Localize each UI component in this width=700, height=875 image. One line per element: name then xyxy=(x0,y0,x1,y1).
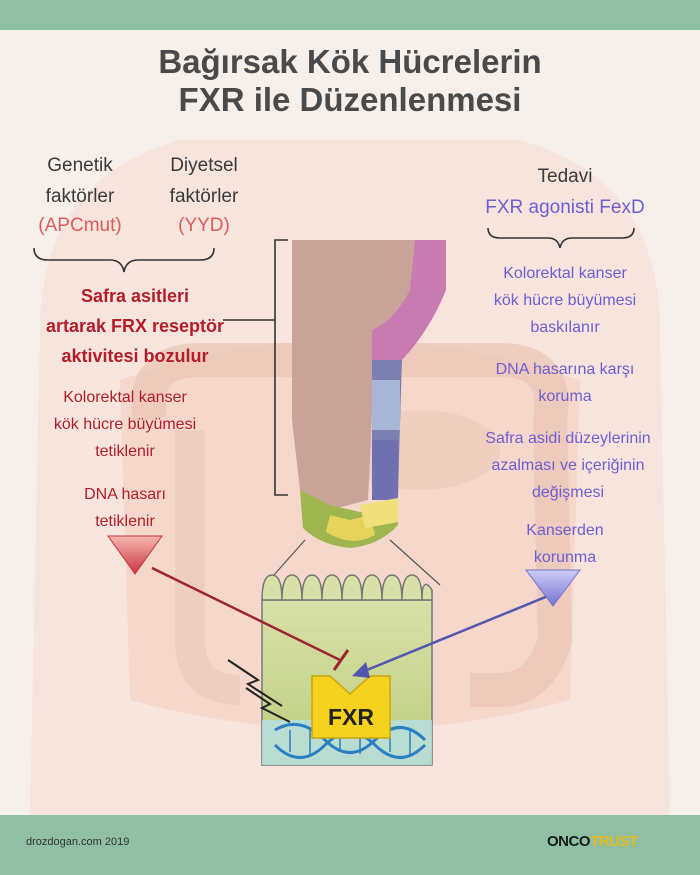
title-line-1: Bağırsak Kök Hücrelerin xyxy=(158,43,542,80)
footer-band xyxy=(0,815,700,875)
right-effect1-line-2: kök hücre büyümesi xyxy=(493,292,637,309)
footer-credit: drozdogan.com 2019 xyxy=(26,836,130,848)
right-effect4-line-2: korunma xyxy=(533,549,597,566)
lightning-icon-2 xyxy=(245,687,291,723)
right-effect1-line-3: baskılanır xyxy=(530,319,600,336)
right-effect4-line-1: Kanserden xyxy=(526,522,604,539)
intestinal-crypt xyxy=(292,240,446,548)
activation-line xyxy=(361,594,549,674)
lightning-icon xyxy=(227,659,283,707)
right-effect3-line-2: azalması ve içeriğinin xyxy=(491,457,645,474)
diyetsel-label-2: faktörler xyxy=(169,186,239,207)
left-brace xyxy=(33,247,215,273)
title-line-2: FXR ile Düzenlenmesi xyxy=(178,81,522,118)
diyetsel-tag: (YYD) xyxy=(178,215,230,236)
left-effect1-line-1: Kolorektal kanser xyxy=(63,389,187,406)
fxr-receptor xyxy=(311,675,391,739)
inhibition-line xyxy=(151,566,341,662)
bile-acid-line-2: artarak FRX reseptör xyxy=(45,316,225,336)
right-effect3-line-1: Safra asidi düzeylerinin xyxy=(485,430,651,447)
left-effect2-line-2: tetiklenir xyxy=(95,513,155,530)
positive-triangle-icon xyxy=(525,569,581,607)
right-effect1-line-1: Kolorektal kanser xyxy=(503,265,627,282)
right-effect2-line-1: DNA hasarına karşı xyxy=(495,361,635,378)
header-band xyxy=(0,0,700,30)
left-effect1-line-3: tetiklenir xyxy=(95,443,155,460)
right-brace xyxy=(487,227,635,249)
fxr-agonist-label: FXR agonisti FexD xyxy=(485,197,645,218)
diyetsel-label-1: Diyetsel xyxy=(170,155,238,176)
left-effect1-line-2: kök hücre büyümesi xyxy=(53,416,197,433)
fxr-receptor-label: FXR xyxy=(328,704,374,730)
tedavi-heading: Tedavi xyxy=(537,166,593,187)
right-effect3-line-3: değişmesi xyxy=(531,484,605,501)
oncotrust-logo: ONCOTRUST xyxy=(547,833,638,850)
crypt-bracket xyxy=(274,239,288,496)
left-effect2-line-1: DNA hasarı xyxy=(84,486,166,503)
right-effect2-line-2: koruma xyxy=(538,388,592,405)
bile-acid-line-1: Safra asitleri xyxy=(80,286,190,306)
genetik-label-2: faktörler xyxy=(45,186,115,207)
genetik-tag: (APCmut) xyxy=(38,215,122,236)
negative-triangle-icon xyxy=(107,535,163,575)
genetik-label-1: Genetik xyxy=(47,155,113,176)
bile-acid-line-3: aktivitesi bozulur xyxy=(61,346,209,366)
